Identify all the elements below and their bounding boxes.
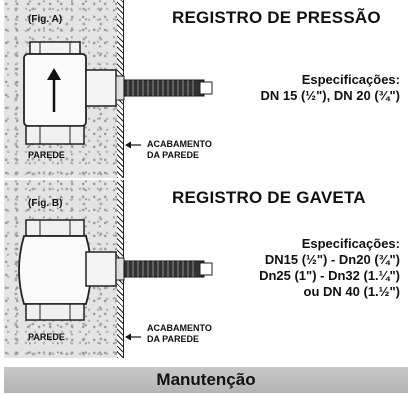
specs-heading: Especificações:: [301, 72, 400, 87]
figure-a-label: (Fig. A): [28, 14, 63, 25]
specs-line: Dn25 (1") - Dn32 (1.¼"): [259, 268, 400, 283]
valve-bottom-nut: [25, 125, 85, 145]
figure-b-label: (Fig. B): [28, 198, 63, 209]
finish-label: ACABAMENTO DA PAREDE: [147, 139, 212, 160]
figure-a-specs: Especificações: DN 15 (½"), DN 20 (¾"): [261, 72, 400, 104]
wall-label: PAREDE: [28, 332, 65, 342]
valve-top-nut: [29, 41, 81, 55]
specs-line: ou DN 40 (1.½"): [303, 284, 400, 299]
figure-b-title: REGISTRO DE GAVETA: [172, 188, 366, 207]
wall-label: PAREDE: [28, 150, 65, 160]
threaded-stem: [123, 79, 205, 97]
maintenance-section-header: Manutenção: [4, 367, 408, 393]
figure-a-title: REGISTRO DE PRESSÃO: [172, 8, 381, 27]
figure-a-panel: (Fig. A) PAREDE ACABAMENTO: [0, 0, 412, 178]
valve-bottom-nut: [25, 303, 85, 321]
figure-b-panel: (Fig. B) PAREDE ACABAMENTO DA PAREDE REG…: [0, 180, 412, 358]
figure-b-specs: Especificações: DN15 (½") - Dn20 (¾") Dn…: [259, 236, 400, 300]
valve-stem-collar: [85, 251, 117, 287]
arrow-left-icon: [125, 333, 141, 341]
arrow-left-icon: [125, 141, 141, 149]
gate-valve-drawing: [18, 219, 213, 321]
specs-line: DN15 (½") - Dn20 (¾"): [264, 252, 400, 267]
specs-heading: Especificações:: [301, 236, 400, 251]
valve-body: [18, 235, 92, 305]
finish-label: ACABAMENTO DA PAREDE: [147, 323, 212, 344]
pressure-valve-drawing: [23, 41, 213, 145]
valve-top-nut: [25, 219, 85, 237]
specs-line: DN 15 (½"), DN 20 (¾"): [260, 88, 400, 103]
threaded-stem: [123, 260, 205, 278]
valve-stem-collar: [85, 69, 117, 107]
